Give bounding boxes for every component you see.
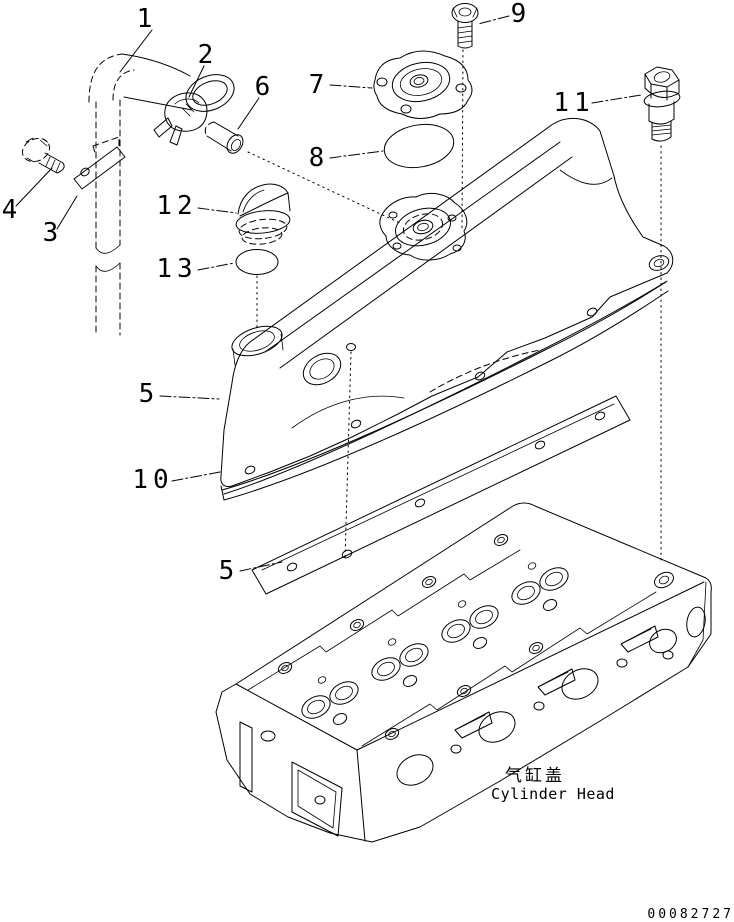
head-bolt-bosses: [277, 534, 674, 740]
head-valve-cluster-2: [371, 638, 429, 687]
part-12-filler-cap: [235, 183, 291, 245]
callout-5-cover: 5: [139, 379, 160, 409]
callout-3: 3: [43, 218, 64, 248]
callout-12: 12: [156, 191, 197, 221]
head-valve-cluster-1: [301, 676, 359, 725]
head-valve-cluster-3: [441, 600, 499, 649]
assembly-axis-bolt-9: [461, 49, 464, 229]
callout-labels: 1 2 3 4 5 5 6 7 8 9 10 11 12 13: [2, 0, 594, 586]
part-13-oring: [235, 249, 279, 275]
caption-chinese: 气缸盖: [505, 765, 565, 786]
part-11-bolt: [643, 66, 681, 142]
callout-2: 2: [198, 40, 219, 70]
part-9-bolt: [451, 3, 479, 49]
head-left-face: [239, 721, 343, 837]
leader-lines: [15, 15, 642, 572]
part-6-tube: [204, 121, 244, 154]
document-number: 00082727: [647, 907, 734, 922]
part-cylinder-head: [215, 502, 712, 843]
callout-5-gasket: 5: [219, 556, 240, 586]
part-3-bracket: [73, 136, 126, 190]
part-10-cover-gasket: [220, 281, 669, 501]
part-8-oring: [383, 123, 455, 169]
head-side-ports: [396, 625, 677, 786]
callout-6: 6: [255, 72, 276, 102]
callout-8: 8: [309, 143, 330, 173]
part-5-gasket: [251, 395, 631, 595]
callout-7: 7: [309, 70, 330, 100]
callout-11: 11: [553, 88, 594, 118]
head-right-face: [662, 606, 706, 660]
part-2-clamp: [153, 92, 208, 146]
assembly-axis-6-7-8: [247, 151, 403, 225]
callout-10: 10: [132, 465, 173, 495]
part-5-head-cover: [220, 117, 674, 561]
callout-4: 4: [2, 195, 23, 225]
part-4-fitting: [21, 137, 65, 174]
part-7-breather-plate: [373, 50, 473, 119]
caption-english: Cylinder Head: [491, 785, 615, 803]
callout-13: 13: [156, 254, 197, 284]
callout-9: 9: [511, 0, 532, 29]
callout-1: 1: [137, 4, 158, 34]
head-valve-cluster-4: [511, 562, 569, 611]
